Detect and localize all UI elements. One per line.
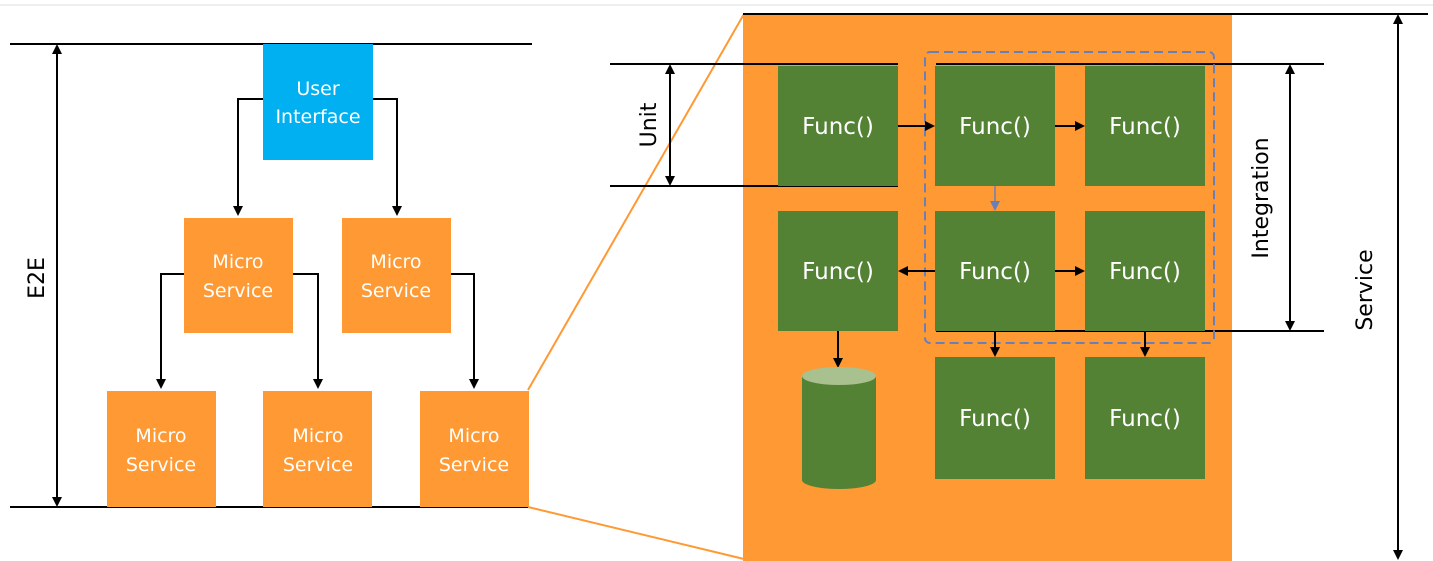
integration-label: Integration (1249, 137, 1274, 258)
user-interface-rect (263, 44, 373, 160)
func-box-7: Func() (935, 357, 1055, 479)
zoom-line-top (527, 13, 745, 391)
micro-service-box-4: Micro Service (263, 391, 372, 507)
func-label-2: Func() (959, 114, 1031, 140)
user-interface-line2: Interface (275, 106, 360, 128)
func-box-4: Func() (778, 211, 898, 331)
micro-service-box-1: Micro Service (184, 218, 293, 333)
func-box-5: Func() (935, 211, 1055, 331)
func-box-8: Func() (1085, 357, 1205, 479)
micro-service-5-line1: Micro (448, 425, 499, 447)
e2e-label: E2E (25, 257, 50, 299)
connector-ui-service2 (373, 98, 402, 216)
micro-service-box-2: Micro Service (342, 218, 451, 333)
func-label-5: Func() (959, 259, 1031, 285)
unit-label: Unit (637, 102, 662, 147)
func-label-3: Func() (1109, 114, 1181, 140)
service-detail-section: Service Unit Integration Func() Func() F… (610, 13, 1428, 561)
integration-boundary (924, 51, 1215, 344)
micro-service-5-line2: Service (439, 454, 509, 476)
micro-service-2-line2: Service (361, 280, 431, 302)
e2e-section: E2E User Interface Micro Service Micro S… (10, 43, 532, 508)
micro-service-box-3: Micro Service (107, 391, 216, 507)
micro-service-3-line2: Service (126, 454, 196, 476)
connector-service1-service4 (293, 273, 323, 389)
func-box-2: Func() (935, 66, 1055, 186)
user-interface-line1: User (296, 78, 339, 100)
func-box-1: Func() (778, 66, 898, 186)
service-label: Service (1353, 249, 1378, 330)
func-label-6: Func() (1109, 259, 1181, 285)
zoom-line-bottom (527, 506, 745, 560)
func-label-8: Func() (1109, 406, 1181, 432)
func-box-3: Func() (1085, 66, 1205, 186)
func-label-4: Func() (802, 259, 874, 285)
micro-service-3-line1: Micro (135, 425, 186, 447)
micro-service-4-line2: Service (283, 454, 353, 476)
micro-service-1-line2: Service (203, 280, 273, 302)
database-icon (802, 367, 876, 489)
micro-service-4-line1: Micro (292, 425, 343, 447)
func-label-7: Func() (959, 406, 1031, 432)
micro-service-box-5: Micro Service (420, 391, 529, 507)
func-box-6: Func() (1085, 211, 1205, 331)
connector-ui-service1 (233, 98, 263, 216)
connector-service2-service5 (451, 273, 479, 389)
connector-service1-service3 (156, 273, 184, 389)
micro-service-1-line1: Micro (212, 251, 263, 273)
func-label-1: Func() (802, 114, 874, 140)
user-interface-box: User Interface (263, 44, 373, 160)
micro-service-2-line1: Micro (370, 251, 421, 273)
